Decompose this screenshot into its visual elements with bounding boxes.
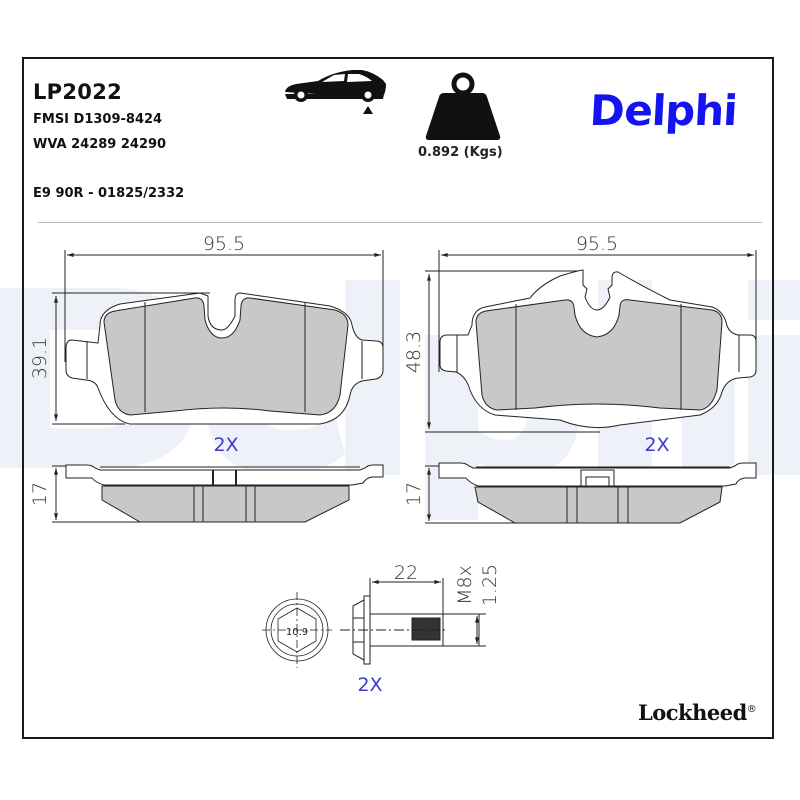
left-thickness-dim: 17 (29, 482, 51, 506)
approval-number: E9 90R - 01825/2332 (33, 186, 185, 201)
right-width-dim: 95.5 (576, 233, 618, 255)
right-pad-front-view (425, 250, 757, 433)
section-divider (38, 222, 762, 223)
trademark-symbol: ® (746, 704, 757, 715)
part-number: LP2022 (33, 80, 123, 104)
left-pad-quantity: 2X (213, 434, 238, 456)
bolt-side-view (340, 578, 486, 665)
left-pad-front-view (52, 250, 384, 425)
bolt-length-dim: 22 (394, 562, 418, 584)
lockheed-brand: Lockheed (638, 700, 747, 725)
bolt-quantity: 2X (357, 674, 382, 696)
right-pad-side-view (425, 462, 757, 524)
lockheed-logo: Lockheed® (638, 700, 757, 725)
right-height-dim: 48.3 (403, 331, 425, 373)
fmsi-code: FMSI D1309-8424 (33, 112, 163, 127)
bolt-thread-dim: M8x (454, 565, 476, 605)
drawing-frame (22, 57, 774, 739)
bolt-grade: 10.9 (286, 627, 308, 638)
left-height-dim: 39.1 (29, 337, 51, 379)
bolt-end-view (262, 592, 332, 668)
left-pad-side-view (52, 464, 384, 523)
right-pad-quantity: 2X (644, 434, 669, 456)
bolt-pitch-dim: 1.25 (479, 564, 501, 606)
wva-code: WVA 24289 24290 (33, 137, 167, 152)
right-thickness-dim: 17 (403, 482, 425, 506)
left-width-dim: 95.5 (203, 233, 245, 255)
weight-value: 0.892 (Kgs) (418, 145, 503, 160)
